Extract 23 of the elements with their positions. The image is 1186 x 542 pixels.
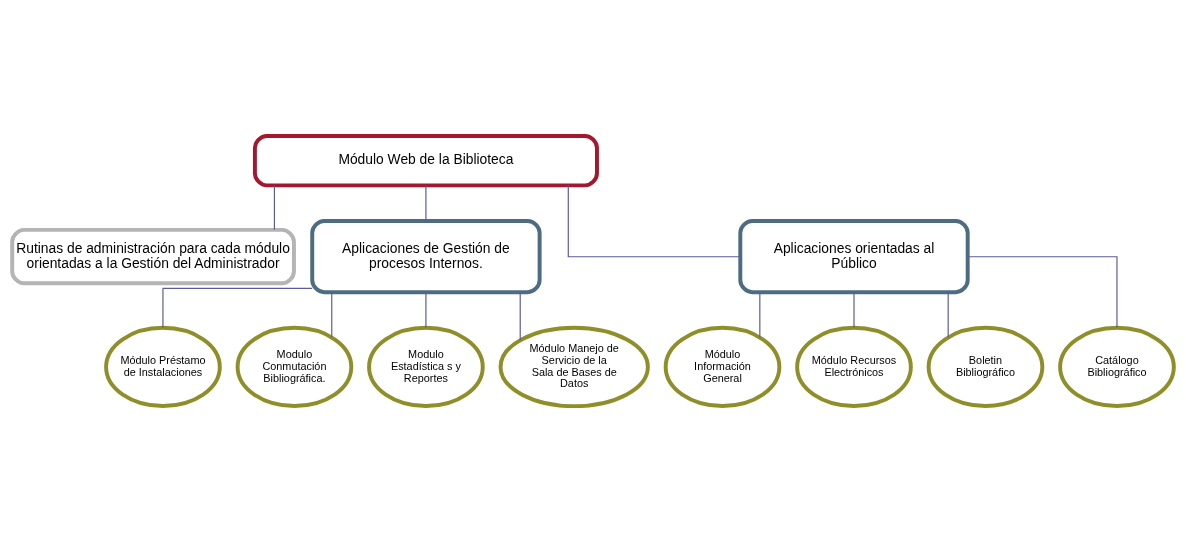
- node-box: Aplicaciones orientadas al Público: [738, 219, 970, 295]
- connector: [967, 256, 1118, 329]
- connector: [162, 287, 313, 329]
- node-ellipse: Boletin Bibliográfico: [926, 325, 1045, 408]
- node-box: Módulo Web de la Biblioteca: [252, 133, 599, 188]
- node-ellipse: Módulo Manejo de Servicio de la Sala de Bases de Datos: [498, 325, 650, 409]
- connector: [853, 291, 855, 329]
- connector: [425, 185, 427, 222]
- connector: [519, 291, 521, 341]
- node-ellipse: Módulo Información General: [663, 325, 782, 408]
- node-ellipse: Módulo Recursos Electrónicos: [795, 325, 913, 408]
- node-ellipse: Módulo Préstamo de Instalaciones: [104, 325, 222, 408]
- node-box: Aplicaciones de Gestión de procesos Internos.: [310, 219, 542, 295]
- node-ellipse: Catálogo Bibliográfico: [1058, 325, 1176, 408]
- connector: [273, 185, 275, 231]
- connector: [425, 291, 427, 329]
- connector: [331, 291, 333, 338]
- node-ellipse: Modulo Estadística s y Reportes: [367, 325, 485, 408]
- node-ellipse: Modulo Conmutación Bibliográfica.: [235, 325, 354, 408]
- connector: [947, 291, 949, 338]
- connector: [567, 184, 741, 258]
- node-box: Rutinas de administración para cada módulo orientadas a la Gestión del Administrador: [10, 227, 296, 286]
- connector: [759, 291, 761, 338]
